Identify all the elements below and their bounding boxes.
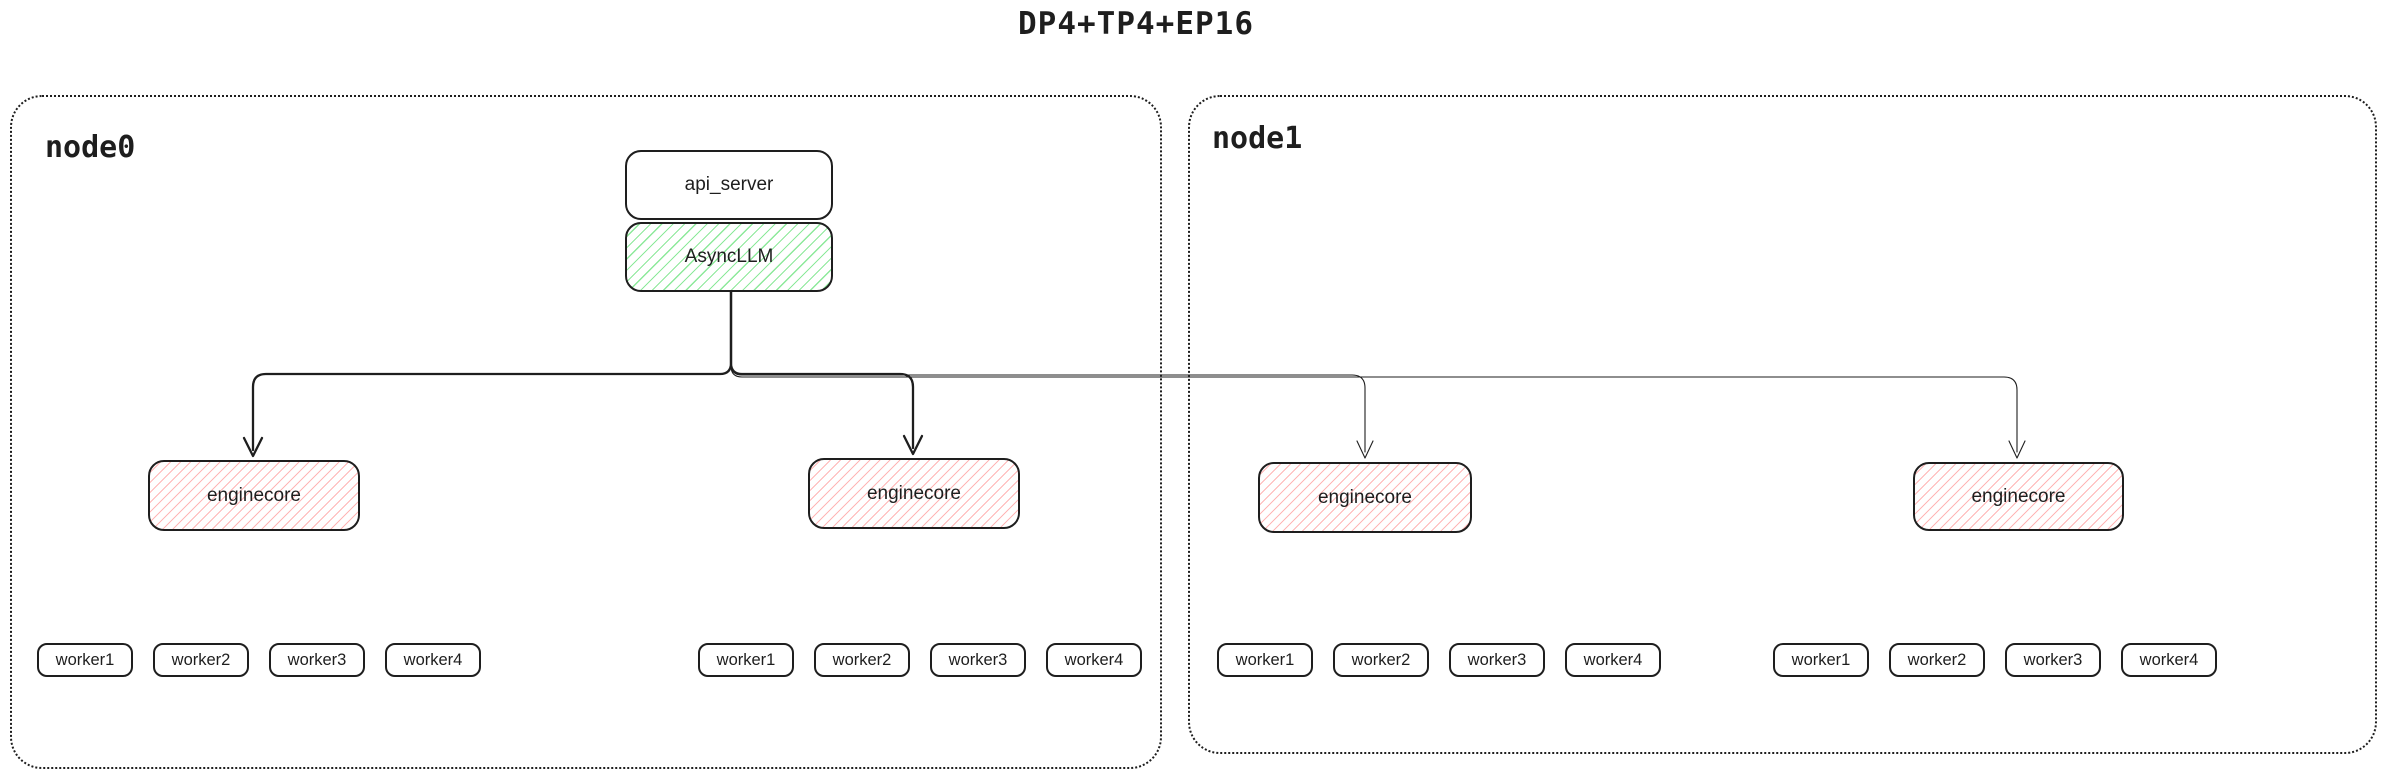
enginecore-box-node0-2: enginecore [808,458,1020,529]
api-server-box: api_server [625,150,833,220]
worker-box: worker1 [37,643,133,677]
worker-group-node1-2: worker1 worker2 worker3 worker4 [1773,643,2217,677]
worker-box: worker4 [2121,643,2217,677]
worker-box: worker3 [1449,643,1545,677]
worker-box: worker4 [385,643,481,677]
node1-label: node1 [1212,121,1303,156]
worker-group-node1-1: worker1 worker2 worker3 worker4 [1217,643,1661,677]
worker-group-node0-1: worker1 worker2 worker3 worker4 [37,643,481,677]
worker-box: worker3 [2005,643,2101,677]
asyncllm-box: AsyncLLM [625,222,833,292]
worker-box: worker2 [1889,643,1985,677]
worker-box: worker1 [1773,643,1869,677]
enginecore-box-node1-1: enginecore [1258,462,1472,533]
enginecore-box-node0-1: enginecore [148,460,360,531]
enginecore-box-node1-2: enginecore [1913,462,2124,531]
diagram-title: DP4+TP4+EP16 [1018,6,1254,42]
worker-group-node0-2: worker1 worker2 worker3 worker4 [698,643,1142,677]
worker-box: worker3 [930,643,1026,677]
worker-box: worker1 [698,643,794,677]
worker-box: worker3 [269,643,365,677]
worker-box: worker4 [1565,643,1661,677]
worker-box: worker2 [814,643,910,677]
worker-box: worker2 [1333,643,1429,677]
worker-box: worker2 [153,643,249,677]
worker-box: worker1 [1217,643,1313,677]
worker-box: worker4 [1046,643,1142,677]
node0-label: node0 [45,130,136,165]
